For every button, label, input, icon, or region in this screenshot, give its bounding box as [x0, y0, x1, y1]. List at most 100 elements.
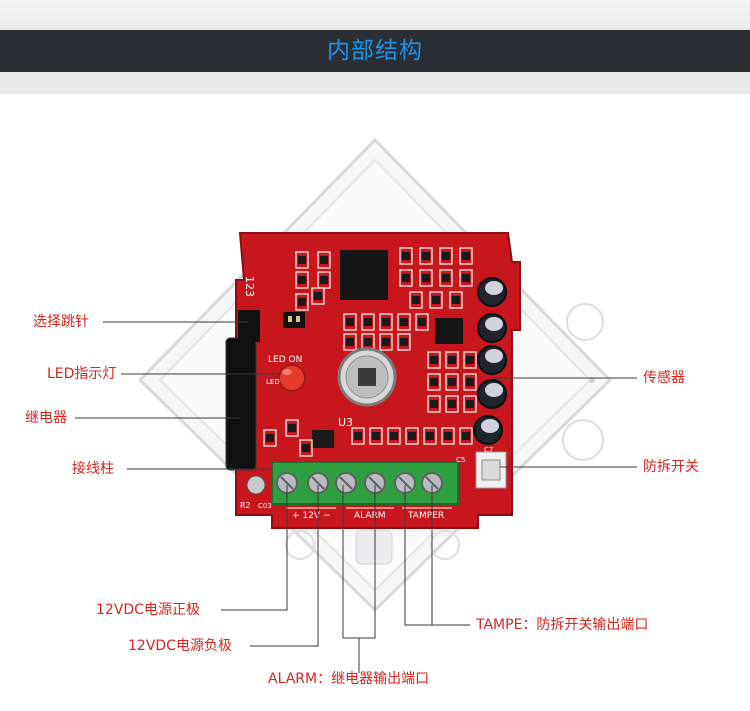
smd-resistor — [400, 318, 408, 326]
smd-pad — [369, 427, 383, 445]
silk-jumper-numbers: 123 — [243, 276, 256, 297]
smd-resistor — [354, 432, 362, 440]
smd-resistor — [382, 338, 390, 346]
smd-pad — [419, 247, 433, 265]
smd-resistor — [346, 318, 354, 326]
smd-resistor — [444, 432, 452, 440]
screw-slot — [339, 476, 353, 490]
smd-pad — [419, 269, 433, 287]
pir-sensor — [337, 347, 397, 407]
smd-resistor — [364, 318, 372, 326]
smd-pad — [397, 313, 411, 331]
smd-resistor — [298, 276, 306, 284]
label-12v-negative: 12VDC电源负极 — [128, 638, 232, 654]
smd-pad — [317, 251, 331, 269]
smd-pad — [343, 333, 357, 351]
smd-pad — [445, 373, 459, 391]
smd-pad — [387, 427, 401, 445]
smd-resistor — [466, 378, 474, 386]
silk-c7: C7 — [484, 446, 493, 454]
smd-resistor — [418, 318, 426, 326]
screw-slot — [368, 476, 382, 490]
smd-pad — [409, 291, 423, 309]
smd-pad — [351, 427, 365, 445]
smd-pad — [445, 395, 459, 413]
label-relay: 继电器 — [25, 410, 67, 426]
smd-pad — [427, 351, 441, 369]
smd-resistor — [390, 432, 398, 440]
smd-resistor — [448, 356, 456, 364]
leader-lines — [75, 321, 637, 673]
silk-led: LED — [266, 378, 280, 386]
smd-resistor — [466, 400, 474, 408]
screw-slot — [280, 476, 294, 490]
smd-resistor — [466, 356, 474, 364]
smd-resistor — [462, 432, 470, 440]
capacitor-top — [485, 383, 503, 397]
smd-resistor — [402, 252, 410, 260]
smd-pad — [399, 269, 413, 287]
smd-pad — [441, 427, 455, 445]
smd-resistor — [402, 274, 410, 282]
terminal-block — [271, 461, 459, 505]
smd-resistor — [422, 274, 430, 282]
smd-resistor — [320, 276, 328, 284]
smd-resistor — [346, 338, 354, 346]
smd-pad — [311, 287, 325, 305]
smd-pad — [445, 351, 459, 369]
smd-resistor — [408, 432, 416, 440]
smd-components — [263, 247, 477, 457]
smd-resistor — [430, 378, 438, 386]
silk-r2: R2 — [240, 501, 251, 510]
smd-pad — [343, 313, 357, 331]
smd-pad — [379, 313, 393, 331]
label-sensor: 传感器 — [643, 370, 685, 386]
smd-resistor — [320, 256, 328, 264]
capacitor-top — [485, 317, 503, 331]
smd-pad — [379, 333, 393, 351]
smd-resistor — [382, 318, 390, 326]
silk-u3: U3 — [338, 416, 353, 429]
smd-pad — [459, 269, 473, 287]
label-jumper: 选择跳针 — [33, 314, 89, 330]
smd-pad — [459, 247, 473, 265]
smd-pad — [423, 427, 437, 445]
smd-pad — [405, 427, 419, 445]
screw-slot — [311, 476, 325, 490]
silk-c5: C5 — [456, 456, 465, 464]
screw-slot — [425, 476, 439, 490]
smd-resistor — [302, 444, 310, 452]
smd-pad — [415, 313, 429, 331]
smd-resistor — [426, 432, 434, 440]
smd-pad — [397, 333, 411, 351]
smd-pad — [295, 293, 309, 311]
smd-resistor — [442, 252, 450, 260]
smd-resistor — [432, 296, 440, 304]
smd-pad — [463, 373, 477, 391]
smd-pad — [427, 373, 441, 391]
smd-pad — [399, 247, 413, 265]
smd-resistor — [430, 356, 438, 364]
smd-pad — [361, 313, 375, 331]
capacitor-top — [485, 349, 503, 363]
smd-resistor — [266, 434, 274, 442]
smd-resistor — [364, 338, 372, 346]
ic-small — [435, 318, 463, 344]
smd-resistor — [412, 296, 420, 304]
smd-pad — [463, 351, 477, 369]
smd-resistor — [288, 424, 296, 432]
label-led: LED指示灯 — [47, 366, 117, 382]
smd-resistor — [430, 400, 438, 408]
smd-pad — [439, 269, 453, 287]
silk-term-12v: + 12V − — [292, 511, 330, 521]
smd-pad — [463, 395, 477, 413]
smd-resistor — [298, 298, 306, 306]
smd-pad — [429, 291, 443, 309]
label-tamper-port: TAMPE：防拆开关输出端口 — [476, 617, 649, 633]
smd-resistor — [452, 296, 460, 304]
label-terminal: 接线柱 — [72, 461, 114, 477]
led-indicator — [278, 364, 306, 392]
smd-resistor — [442, 274, 450, 282]
smd-pad — [449, 291, 463, 309]
